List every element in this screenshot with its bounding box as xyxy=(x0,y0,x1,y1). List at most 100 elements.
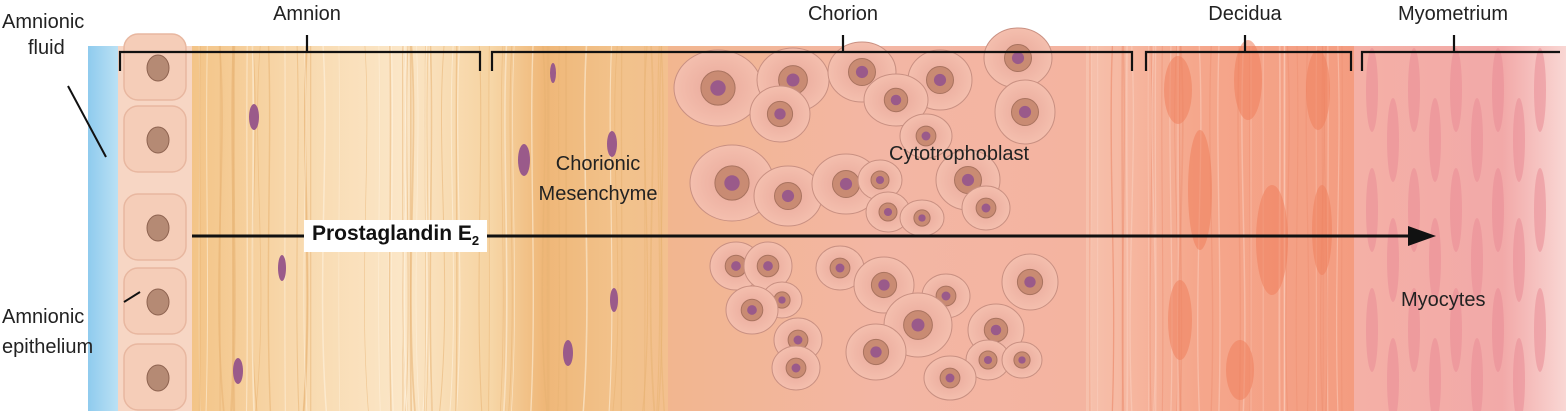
myocyte xyxy=(1534,48,1546,132)
cytotrophoblast-nucleus xyxy=(731,261,741,271)
myocyte xyxy=(1492,288,1504,372)
cytotrophoblast-nucleus xyxy=(942,292,951,301)
myocyte xyxy=(1429,98,1441,182)
amnion-label: Amnion xyxy=(273,2,341,26)
chorionic-mesenchyme-label-line2: Mesenchyme xyxy=(539,182,658,206)
myocyte xyxy=(1387,218,1399,302)
cytotrophoblast-nucleus xyxy=(778,296,785,303)
stromal-nucleus xyxy=(610,288,618,312)
myocyte xyxy=(1471,98,1483,182)
fibre-line xyxy=(1122,46,1123,411)
cytotrophoblast-nucleus xyxy=(918,214,925,221)
cytotrophoblast-nucleus xyxy=(1012,52,1024,64)
fibre-line xyxy=(547,46,548,411)
amnionic-epithelium-label-line2: epithelium xyxy=(2,335,93,359)
prostaglandin-label-text: Prostaglandin E xyxy=(312,222,472,245)
stromal-nucleus xyxy=(563,340,573,366)
stromal-nucleus xyxy=(233,358,243,384)
chorionic-mesenchyme-label-line1: Chorionic xyxy=(539,152,658,176)
decidual-cell xyxy=(1312,185,1332,275)
cytotrophoblast-nucleus xyxy=(891,95,902,106)
myocyte xyxy=(1450,48,1462,132)
cytotrophoblast-label: Cytotrophoblast xyxy=(889,142,1029,166)
epithelial-nucleus xyxy=(147,365,169,391)
decidua-label: Decidua xyxy=(1208,2,1281,26)
fibre-line xyxy=(621,46,622,411)
myocyte xyxy=(1450,168,1462,252)
cytotrophoblast-nucleus xyxy=(878,279,889,290)
amnionic-fluid-label-line1: Amnionic xyxy=(2,10,84,34)
decidual-cell xyxy=(1168,280,1192,360)
cytotrophoblast-nucleus xyxy=(982,204,991,213)
epithelial-nucleus xyxy=(147,55,169,81)
cytotrophoblast-nucleus xyxy=(782,190,794,202)
epithelial-nucleus xyxy=(147,127,169,153)
cytotrophoblast-nucleus xyxy=(724,175,739,190)
myocyte xyxy=(1513,218,1525,302)
myocyte xyxy=(1492,168,1504,252)
stromal-nucleus xyxy=(550,63,556,83)
cytotrophoblast-nucleus xyxy=(884,208,892,216)
myocyte xyxy=(1534,288,1546,372)
epithelial-nucleus xyxy=(147,289,169,315)
myocyte xyxy=(1408,48,1420,132)
decidual-cell xyxy=(1164,56,1192,124)
stromal-nucleus xyxy=(518,144,530,176)
cytotrophoblast-nucleus xyxy=(946,374,955,383)
cytotrophoblast-nucleus xyxy=(792,364,801,373)
cytotrophoblast-nucleus xyxy=(710,80,725,95)
myometrium-label: Myometrium xyxy=(1398,2,1508,26)
cytotrophoblast-nucleus xyxy=(774,108,785,119)
epithelial-nucleus xyxy=(147,215,169,241)
cytotrophoblast-nucleus xyxy=(836,264,845,273)
decidual-cell xyxy=(1226,340,1254,400)
fibre-line xyxy=(285,46,286,411)
decidual-cell xyxy=(1306,50,1330,130)
amnionic-epithelium-cells xyxy=(124,34,186,410)
cytotrophoblast-nucleus xyxy=(747,305,757,315)
chorionic-mesenchyme-label: Chorionic Mesenchyme xyxy=(539,152,658,206)
cytotrophoblast-nucleus xyxy=(876,176,884,184)
amnionic-epithelium-label-line1: Amnionic xyxy=(2,305,93,329)
myocyte xyxy=(1366,168,1378,252)
fibre-line xyxy=(246,46,247,411)
cytotrophoblast-nucleus xyxy=(991,325,1002,336)
decidual-cell xyxy=(1256,185,1288,295)
myocyte xyxy=(1492,48,1504,132)
chorionic-mesenchyme-band xyxy=(490,46,670,411)
myocyte-cells xyxy=(1366,48,1546,411)
cytotrophoblast-nucleus xyxy=(1018,356,1025,363)
prostaglandin-label-subscript: 2 xyxy=(472,233,479,248)
cytotrophoblast-nucleus xyxy=(934,74,946,86)
amnionic-fluid-label: Amnionic fluid xyxy=(2,10,84,60)
myocyte xyxy=(1366,48,1378,132)
amnionic-fluid-label-line2: fluid xyxy=(2,36,84,60)
cytotrophoblast-nucleus xyxy=(962,174,974,186)
decidual-cell xyxy=(1188,130,1212,250)
cytotrophoblast-nucleus xyxy=(984,356,992,364)
cytotrophoblast-nucleus xyxy=(794,336,803,345)
amnionic-epithelium-label: Amnionic epithelium xyxy=(2,305,93,359)
cytotrophoblast-nucleus xyxy=(1019,106,1031,118)
fibre-line xyxy=(200,46,201,411)
myocyte xyxy=(1387,98,1399,182)
cytotrophoblast-nucleus xyxy=(912,319,925,332)
cytotrophoblast-nucleus xyxy=(870,346,881,357)
myocyte xyxy=(1366,288,1378,372)
chorion-label: Chorion xyxy=(808,2,878,26)
myocyte xyxy=(1513,98,1525,182)
cytotrophoblast-nucleus xyxy=(840,178,852,190)
cytotrophoblast-nucleus xyxy=(856,66,868,78)
prostaglandin-label: Prostaglandin E2 xyxy=(304,220,487,252)
cytotrophoblast-nucleus xyxy=(1024,276,1035,287)
cytotrophoblast-nucleus xyxy=(787,74,800,87)
cytotrophoblast-nucleus xyxy=(922,132,931,141)
myocytes-label: Myocytes xyxy=(1401,288,1485,312)
stromal-nucleus xyxy=(278,255,286,281)
myocyte xyxy=(1534,168,1546,252)
fibre-line xyxy=(1127,46,1128,411)
stromal-nucleus xyxy=(249,104,259,130)
cytotrophoblast-nucleus xyxy=(763,261,773,271)
